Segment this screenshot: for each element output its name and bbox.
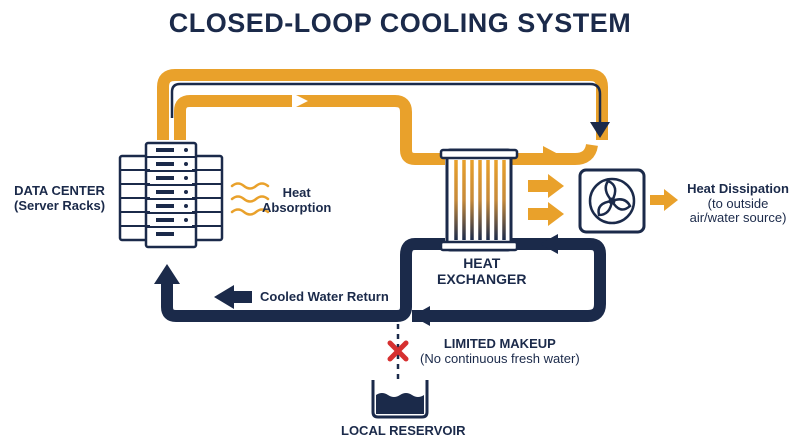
dissipation-arrow-icon [650,189,678,211]
cool-pipe-loop [161,238,445,322]
hot-pipe-inner [174,95,445,165]
makeup-sub: (No continuous fresh water) [420,350,580,366]
cool-pipe-outer [412,238,606,322]
hot-pipe-outer [157,69,608,140]
down-arrow-icon [590,122,610,138]
outer-loop-line [170,82,602,124]
blocked-x-icon [387,340,409,362]
reservoir-tank-icon [371,380,429,419]
heat-wave-icon [230,182,270,216]
reservoir-label: LOCAL RESERVOIR [341,423,466,438]
heat-exchanger-label: HEAT EXCHANGER [437,255,527,287]
heat-absorption-line1: Heat [282,185,311,200]
fan-icon [578,168,646,234]
page-title: CLOSED-LOOP COOLING SYSTEM [168,8,632,38]
heat-dissipation-label: Heat Dissipation (to outside air/water s… [684,181,792,226]
flow-arrow-icon [543,146,560,164]
data-center-sub: (Server Racks) [14,197,106,213]
heat-dissipation-line2: air/water source) [689,210,787,226]
heat-transfer-arrows [528,174,564,226]
makeup-title: LIMITED MAKEUP [443,336,556,351]
heat-absorption-line2: Absorption [262,199,332,215]
data-center-name: DATA CENTER [14,183,105,198]
server-rack-icon [118,141,224,249]
cooled-return-arrow-icon [214,285,252,309]
cooled-return-label: Cooled Water Return [260,289,389,304]
flow-arrow-icon [412,306,430,326]
hot-pipe-return [512,143,598,165]
up-arrow-icon [154,264,180,284]
flow-arrow-icon [292,93,308,109]
heat-dissipation-line1: (to outside [707,195,769,211]
heat-dissipation-title: Heat Dissipation [687,181,789,196]
flow-arrow-icon [540,234,558,254]
data-center-label: DATA CENTER (Server Racks) [14,183,106,213]
heat-absorption-label: Heat Absorption [262,185,332,215]
makeup-label: LIMITED MAKEUP (No continuous fresh wate… [420,336,580,366]
heat-exchanger-line2: EXCHANGER [437,270,527,287]
heat-exchanger-icon [439,148,519,252]
heat-exchanger-line1: HEAT [463,255,501,271]
